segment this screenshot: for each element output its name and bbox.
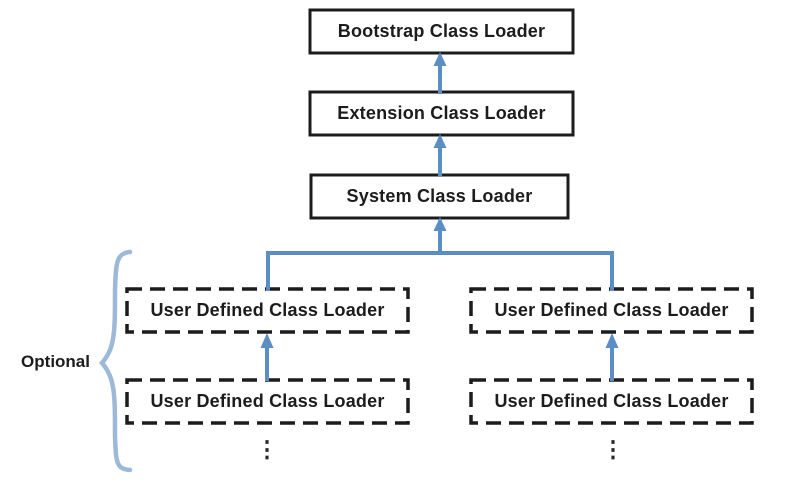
system-class-loader-label: System Class Loader (346, 186, 533, 206)
user-defined-class-loader-right-top-box (469, 287, 754, 334)
optional-label: Optional (21, 352, 90, 371)
arrow-system-to-extension-head-icon (433, 134, 447, 148)
user-defined-class-loader-left-top-label: User Defined Class Loader (150, 300, 385, 320)
arrow-extension-to-bootstrap-head-icon (433, 52, 447, 66)
ellipsis-left: ⋮ (255, 436, 279, 462)
bootstrap-class-loader-box (308, 8, 575, 55)
arrow-left-bottom-to-left-top-head-icon (260, 333, 274, 348)
arrow-right-bottom-to-right-top-head-icon (605, 333, 619, 348)
user-defined-class-loader-right-bottom-box (469, 378, 754, 425)
bootstrap-class-loader-label: Bootstrap Class Loader (337, 21, 546, 41)
extension-class-loader-label: Extension Class Loader (337, 103, 546, 123)
branch-connector-line (266, 251, 614, 291)
user-defined-class-loader-left-bottom-label: User Defined Class Loader (150, 391, 385, 411)
user-defined-class-loader-right-bottom-label: User Defined Class Loader (494, 391, 729, 411)
optional-brace-icon (99, 249, 133, 473)
extension-class-loader-box (308, 90, 575, 137)
arrow-branch-to-system-head-icon (433, 217, 447, 231)
user-defined-class-loader-left-top-box (125, 287, 410, 334)
ellipsis-right: ⋮ (601, 436, 625, 462)
user-defined-class-loader-right-top-label: User Defined Class Loader (494, 300, 729, 320)
